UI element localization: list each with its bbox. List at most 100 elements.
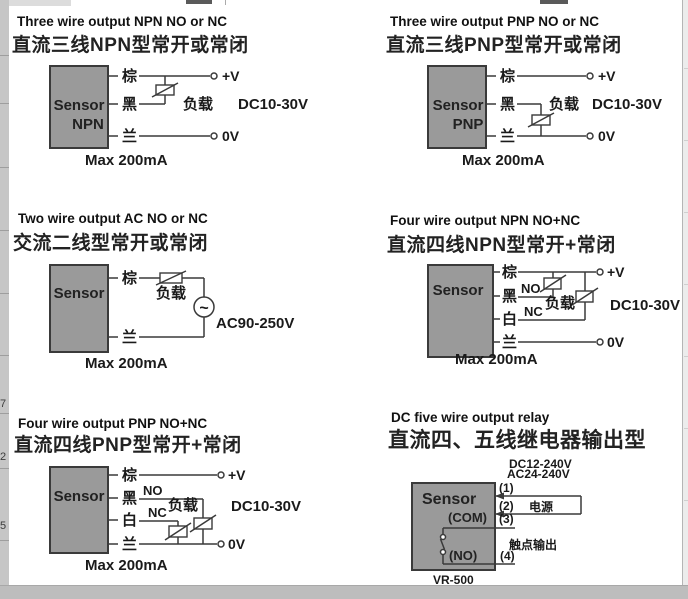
- wire-brown-label: 棕: [122, 269, 137, 287]
- supply-voltage-label: DC10-30V: [592, 96, 662, 113]
- contact-output-label: 触点输出: [509, 537, 557, 552]
- supply-voltage-label: DC10-30V: [231, 498, 301, 515]
- supply-voltage-label: DC10-30V: [238, 96, 308, 113]
- diagram4-title-cn: 直流四线NPN型常开+常闭: [387, 235, 616, 256]
- cutoff-table-border: [225, 0, 226, 5]
- diagram6-circuit: DC12-240V AC24-240V Sensor (1) (2) 电源 (C…: [411, 457, 582, 587]
- dc-rating-label: DC12-240V: [509, 457, 572, 471]
- diagram1-circuit: Sensor NPN 棕 黑 兰 +V 0V 负载 DC10-30V Max 2…: [49, 65, 308, 169]
- sensor-box: [411, 482, 496, 571]
- sensor-type-label: PNP: [453, 116, 484, 133]
- wire-white-label: 白: [122, 511, 137, 529]
- terminal-circle-pos: [596, 268, 604, 276]
- left-margin-strip: 7 2 5: [0, 0, 9, 585]
- load-resistor-symbol: [155, 270, 187, 286]
- wire-white-label: 白: [502, 310, 517, 328]
- diagram4-circuit: Sensor 棕 黑 白 兰 NO NC 负载 +V 0V DC10-30V M…: [427, 263, 680, 368]
- positive-terminal-label: +V: [598, 68, 616, 84]
- wire-stubs: [486, 75, 496, 137]
- diagram2-title-cn: 直流三线PNP型常开或常闭: [386, 35, 622, 56]
- pin3-label: (3): [499, 512, 514, 526]
- model-label: VR-500: [433, 573, 474, 587]
- no-label: NO: [521, 281, 541, 296]
- wire-black-label: 黑: [122, 96, 137, 113]
- bottom-margin-strip: [0, 585, 688, 599]
- arrow-left-icon: [495, 510, 504, 518]
- power-wires: [495, 495, 582, 515]
- wire-blue-label: 兰: [122, 535, 137, 553]
- wire-brown-label: 棕: [502, 263, 517, 281]
- load-resistor-symbol: [189, 514, 217, 533]
- wire-blue-label: 兰: [500, 127, 515, 145]
- pin1-label: (1): [499, 481, 514, 495]
- sensor-box: [427, 65, 487, 149]
- supply-voltage-label: AC90-250V: [216, 315, 294, 332]
- max-current-label: Max 200mA: [85, 152, 168, 169]
- terminal-circle-neg: [596, 338, 604, 346]
- power-label: 电源: [529, 499, 553, 514]
- load-label: 负载: [168, 496, 198, 514]
- wire-blue-label: 兰: [502, 333, 517, 351]
- supply-voltage-label: DC10-30V: [610, 297, 680, 314]
- diagram5-title-cn: 直流四线PNP型常开+常闭: [14, 435, 242, 456]
- sensor-label: Sensor: [54, 488, 105, 505]
- brown-wire: [139, 277, 205, 297]
- diagram1-title-en: Three wire output NPN NO or NC: [17, 14, 228, 29]
- diagram2-circuit: Sensor PNP 棕 黑 兰 +V 0V 负载 DC10-30V Max 2…: [427, 65, 662, 169]
- negative-terminal-label: 0V: [228, 536, 246, 552]
- wire-stubs: [493, 271, 500, 343]
- sensor-label: Sensor: [433, 97, 484, 114]
- com-wire: [442, 527, 515, 534]
- com-label: (COM): [448, 510, 487, 525]
- top-margin-segment: [9, 0, 71, 6]
- diagram3-title-cn: 交流二线型常开或常闭: [13, 233, 209, 254]
- positive-terminal-label: +V: [607, 264, 625, 280]
- negative-terminal-label: 0V: [607, 334, 625, 350]
- wire-brown-label: 棕: [122, 67, 137, 85]
- wire-black-label: 黑: [122, 490, 137, 507]
- load-resistor-symbol: [527, 112, 555, 128]
- ac-source-symbol: ~: [193, 296, 215, 318]
- wire-stubs: [108, 277, 118, 338]
- blue-wire: [139, 317, 205, 338]
- diagram5-circuit: Sensor 棕 黑 白 兰 NO NC 负载 +V 0V DC10-30V M…: [49, 466, 301, 574]
- pin2-label: (2): [499, 499, 514, 513]
- diagram6-title-cn: 直流四、五线继电器输出型: [388, 429, 646, 452]
- load-resistor-symbol: [571, 287, 599, 306]
- diagram3-title-en: Two wire output AC NO or NC: [18, 211, 208, 226]
- load-resistor-symbol: [539, 274, 567, 293]
- terminal-circle-pos: [210, 72, 218, 80]
- wire-stubs: [108, 75, 118, 137]
- diagram5-title-en: Four wire output PNP NO+NC: [18, 416, 208, 431]
- margin-digit: 5: [0, 520, 7, 532]
- wire-blue-label: 兰: [122, 328, 137, 346]
- no-label: NO: [143, 483, 163, 498]
- terminal-circle-neg: [210, 132, 218, 140]
- sensor-type-label: NPN: [72, 116, 104, 133]
- load-label: 负载: [549, 95, 579, 113]
- cutoff-text-fragment: [186, 0, 212, 4]
- positive-terminal-label: +V: [228, 467, 246, 483]
- sensor-label: Sensor: [54, 97, 105, 114]
- diagram4-title-en: Four wire output NPN NO+NC: [390, 213, 581, 228]
- wire-black-label: 黑: [502, 288, 517, 305]
- max-current-label: Max 200mA: [85, 355, 168, 372]
- sensor-box: [427, 264, 494, 358]
- sensor-box: [49, 264, 109, 353]
- no-label: (NO): [449, 548, 477, 563]
- nc-label: NC: [524, 304, 543, 319]
- load-resistor-symbol: [164, 522, 192, 541]
- ac-rating-label: AC24-240V: [507, 467, 570, 481]
- diagram1-title-cn: 直流三线NPN型常开或常闭: [12, 35, 249, 56]
- no-wire: [442, 554, 515, 565]
- terminal-circle-pos: [217, 471, 225, 479]
- sensor-box: [49, 466, 109, 554]
- cutoff-text-fragment: [540, 0, 568, 4]
- negative-terminal-label: 0V: [598, 128, 616, 144]
- load-label: 负载: [156, 284, 186, 302]
- load-resistor-symbol: [151, 82, 179, 98]
- negative-terminal-label: 0V: [222, 128, 240, 144]
- wire-brown-label: 棕: [122, 466, 137, 484]
- max-current-label: Max 200mA: [462, 152, 545, 169]
